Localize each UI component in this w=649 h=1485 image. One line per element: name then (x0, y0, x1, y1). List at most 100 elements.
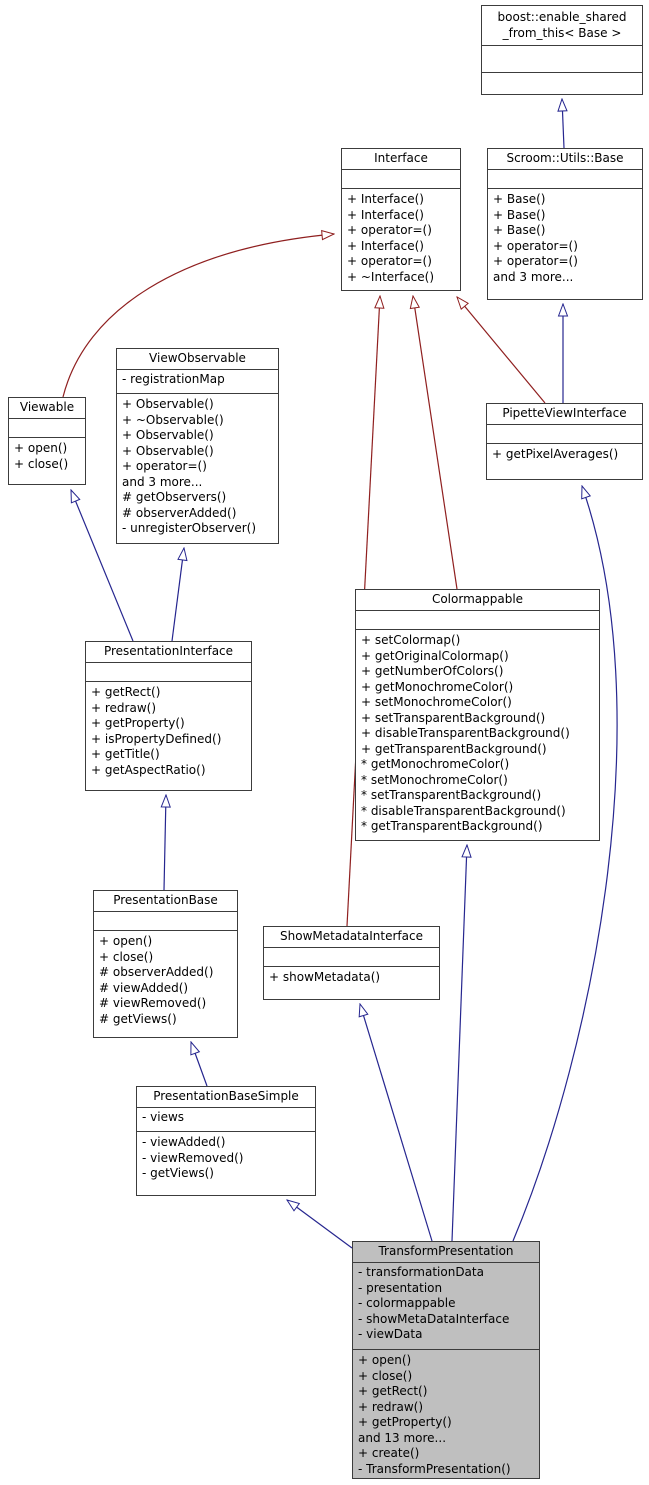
class-node-presentation-interface[interactable]: PresentationInterface + getRect()+ redraw… (85, 641, 252, 791)
method-row: + operator=() (347, 254, 432, 268)
attributes-compartment (94, 912, 237, 931)
method-row: * disableTransparentBackground() (361, 803, 566, 818)
class-title: PresentationBaseSimple (137, 1087, 315, 1108)
class-title: boost::enable_shared _from_this< Base > (482, 6, 642, 46)
method-row: + redraw() (91, 700, 157, 715)
class-title: Viewable (9, 398, 85, 419)
method-row: - viewAdded() (142, 1135, 226, 1149)
inheritance-edge-transform-presentation-to-presentation-base-simple (287, 1200, 353, 1249)
class-node-transform-presentation[interactable]: TransformPresentation- transformationDat… (352, 1241, 540, 1479)
class-node-boost-enable-shared[interactable]: boost::enable_shared _from_this< Base > (481, 5, 643, 95)
class-node-viewable[interactable]: Viewable + open()+ close() (8, 397, 86, 485)
method-row: + getRect() (358, 1384, 428, 1398)
method-row: + ~Observable() (122, 412, 224, 427)
class-title: Colormappable (356, 590, 599, 611)
method-row: + ~Interface() (347, 269, 435, 284)
method-row: + Observable() (122, 397, 214, 411)
methods-compartment: + Base()+ Base()+ Base()+ operator=()+ o… (488, 189, 642, 301)
methods-compartment: + getRect()+ redraw()+ getProperty()+ is… (86, 682, 251, 792)
class-node-presentation-base-simple[interactable]: PresentationBaseSimple - views - viewAdded… (136, 1086, 316, 1196)
method-row: + open() (99, 934, 153, 948)
class-node-colormappable[interactable]: Colormappable + setColormap()+ getOrigina… (355, 589, 600, 841)
methods-compartment: + open()+ close() (9, 438, 85, 486)
class-title: PresentationBase (94, 891, 237, 912)
method-row: + operator=() (493, 254, 578, 268)
method-row: + operator=() (493, 238, 578, 253)
class-title: PresentationInterface (86, 642, 251, 663)
attributes-compartment: - transformationData- presentation- colo… (353, 1263, 539, 1350)
method-row: + getProperty() (91, 716, 185, 730)
class-node-pipette-view-interface[interactable]: PipetteViewInterface + getPixelAverages() (486, 403, 643, 480)
method-row: + getMonochromeColor() (361, 679, 514, 694)
inheritance-edge-scroom-utils-base-to-boost-enable-shared (562, 99, 564, 149)
attribute-row: - viewData (358, 1327, 423, 1341)
attributes-compartment (86, 663, 251, 682)
attributes-compartment (487, 425, 642, 444)
method-row: + Interface() (347, 192, 424, 206)
inheritance-edge-transform-presentation-to-show-metadata-interface (360, 1004, 433, 1242)
method-row: + redraw() (358, 1399, 424, 1414)
method-row: + close() (14, 456, 69, 471)
inheritance-edge-transform-presentation-to-colormappable (451, 845, 467, 1242)
class-title: Interface (342, 149, 460, 170)
method-row: + showMetadata() (269, 970, 381, 984)
attribute-row: - views (142, 1110, 185, 1124)
method-row: + getProperty() (358, 1415, 452, 1429)
method-row: + Observable() (122, 443, 214, 458)
attributes-compartment (482, 46, 642, 73)
class-node-show-metadata-interface[interactable]: ShowMetadataInterface + showMetadata() (263, 926, 440, 1000)
method-row: # viewAdded() (99, 980, 189, 995)
class-title: ViewObservable (117, 349, 278, 370)
method-row: + create() (358, 1446, 420, 1460)
methods-compartment: - viewAdded()- viewRemoved()- getViews() (137, 1132, 315, 1197)
class-title: Scroom::Utils::Base (488, 149, 642, 170)
method-row: + open() (14, 441, 68, 455)
method-row: # viewRemoved() (99, 996, 207, 1010)
attribute-row: - presentation (358, 1280, 443, 1295)
method-row: + getPixelAverages() (492, 447, 619, 461)
method-row: and 3 more... (122, 474, 203, 489)
inheritance-edge-pipette-view-interface-to-interface (457, 297, 546, 404)
method-row: + close() (358, 1368, 413, 1383)
class-node-scroom-utils-base[interactable]: Scroom::Utils::Base+ Base()+ Base()+ Bas… (487, 148, 643, 300)
method-row: - viewRemoved() (142, 1150, 244, 1165)
method-row: + getTitle() (91, 747, 160, 761)
class-title: ShowMetadataInterface (264, 927, 439, 948)
inheritance-edge-presentation-base-simple-to-presentation-base (191, 1042, 208, 1087)
method-row: # getObservers() (122, 490, 227, 504)
inheritance-edge-presentation-interface-to-view-observable (171, 548, 184, 642)
method-row: + operator=() (122, 459, 207, 473)
method-row: + Base() (493, 192, 546, 206)
inheritance-edge-presentation-interface-to-viewable (70, 490, 134, 642)
attributes-compartment (264, 948, 439, 967)
class-node-interface[interactable]: Interface+ Interface()+ Interface()+ ope… (341, 148, 461, 291)
attribute-row: - showMetaDataInterface (358, 1311, 510, 1326)
class-node-presentation-base[interactable]: PresentationBase+ open()+ close()# obser… (93, 890, 238, 1038)
class-title: PipetteViewInterface (487, 404, 642, 425)
method-row: - TransformPresentation() (358, 1461, 511, 1476)
methods-compartment: + setColormap()+ getOriginalColormap()+ … (356, 630, 599, 842)
inheritance-edge-transform-presentation-to-pipette-view-interface (512, 486, 618, 1242)
method-row: * getMonochromeColor() (361, 757, 510, 771)
method-row: + setMonochromeColor() (361, 695, 512, 709)
method-row: + Interface() (347, 207, 424, 222)
attributes-compartment: - registrationMap (117, 370, 278, 394)
class-node-view-observable[interactable]: ViewObservable- registrationMap + Observa… (116, 348, 279, 544)
method-row: + Observable() (122, 428, 214, 442)
method-row: and 13 more... (358, 1430, 447, 1445)
method-row: + isPropertyDefined() (91, 731, 222, 746)
method-row: + Interface() (347, 238, 424, 253)
attributes-compartment (356, 611, 599, 630)
method-row: # observerAdded() (122, 505, 237, 520)
inheritance-edge-presentation-base-to-presentation-interface (164, 795, 166, 891)
method-row: + open() (358, 1353, 412, 1367)
methods-compartment: + getPixelAverages() (487, 444, 642, 481)
method-row: + setTransparentBackground() (361, 710, 546, 725)
method-row: # getViews() (99, 1011, 177, 1026)
attribute-row: - transformationData (358, 1265, 484, 1279)
method-row: * setTransparentBackground() (361, 788, 542, 802)
method-row: + getAspectRatio() (91, 762, 206, 777)
method-row: + getTransparentBackground() (361, 741, 547, 756)
attributes-compartment (342, 170, 460, 189)
